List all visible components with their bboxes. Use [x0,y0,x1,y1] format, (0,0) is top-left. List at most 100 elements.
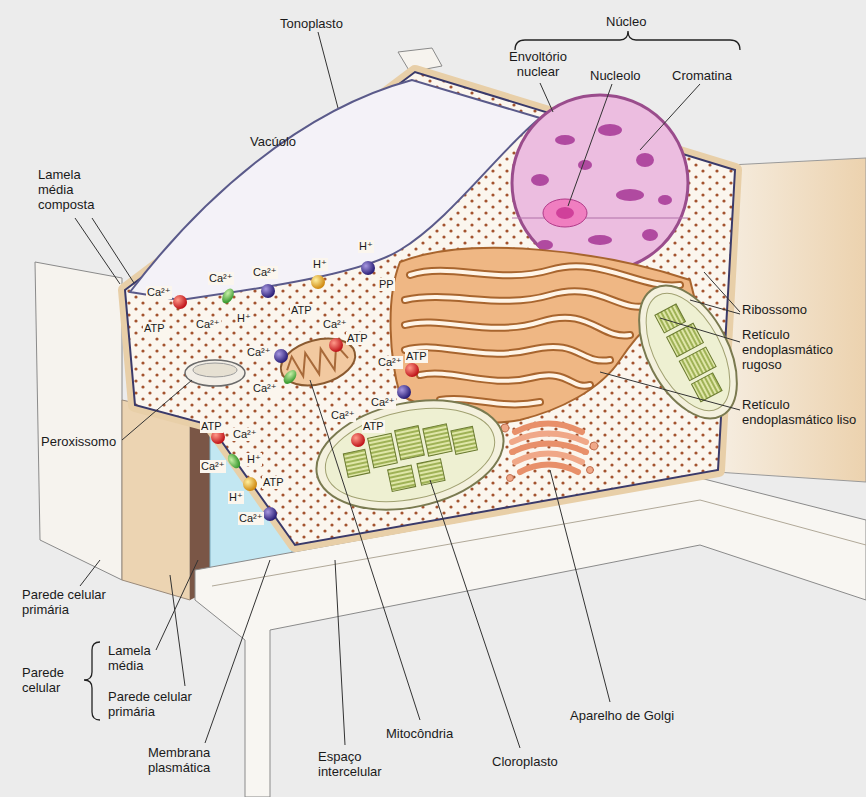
label-anchor: H⁺ [312,254,328,272]
label-anchor: H⁺ [228,487,244,505]
part-label: Núcleo [606,15,646,30]
nucleus [512,95,688,271]
transport-protein [263,507,277,521]
nucleus [578,160,592,170]
ion-label: Ca²⁺ [322,318,348,331]
label-anchor: Envoltório nuclear [498,50,578,80]
part-label: Tonoplasto [280,17,343,32]
chloroplast [417,459,445,486]
nucleus [512,95,688,271]
leader-line [335,560,345,745]
ion-label: Ca²⁺ [195,318,221,331]
ion-label: Ca²⁺ [246,346,272,359]
label-anchor: Nucleolo [590,66,641,84]
nucleus [616,189,644,201]
chloroplast [629,280,747,424]
endoplasmic-reticulum [405,266,680,404]
label-anchor: Núcleo [606,12,646,30]
bracket [84,642,100,720]
transport-protein [173,295,187,309]
ion-label: Ca²⁺ [200,460,226,473]
transport-protein [281,368,299,387]
endoplasmic-reticulum [405,318,630,336]
label-anchor: Cloroplasto [492,752,558,770]
label-anchor: Parede celular primária [22,588,122,618]
chloroplast [388,465,416,492]
label-anchor: Ca²⁺ [232,424,258,442]
ion-label: Ca²⁺ [208,272,234,285]
label-anchor: H⁺ [246,449,262,467]
ion-label: ATP [290,304,313,317]
label-anchor: ATP [143,318,166,336]
chloroplast [691,373,722,402]
bracket [515,31,740,50]
label-anchor: Ca²⁺ [146,282,172,300]
label-anchor: ATP [405,346,428,364]
label-anchor: Ca²⁺ [370,392,396,410]
label-anchor: Peroxissomo [41,432,116,450]
ion-label: ATP [200,420,223,433]
golgi-apparatus [515,454,582,463]
label-anchor: Ca²⁺ [252,262,278,280]
label-anchor: Ca²⁺ [238,508,264,526]
label-anchor: Espaço intercelular [318,750,410,780]
transport-protein [397,385,411,399]
part-label: Ribossomo [742,303,807,318]
label-anchor: Ca²⁺ [246,342,272,360]
ion-label: ATP [362,420,385,433]
leader-line [156,560,198,650]
chloroplast [423,424,452,456]
label-anchor: Ca²⁺ [322,314,348,332]
leader-line [690,300,740,314]
part-label: Peroxissomo [41,435,116,450]
ion-label: ATP [346,332,369,345]
golgi-apparatus [520,465,578,473]
chloroplast [395,426,425,460]
cell-wall [35,48,866,797]
peroxisome [185,360,245,386]
ion-label: PP [378,278,395,291]
label-anchor: Ca²⁺ [252,378,278,396]
label-anchor: Lamela média composta [38,168,102,213]
label-anchor: Cromatina [672,66,732,84]
nucleus [555,135,575,145]
chloroplast [655,304,686,333]
ion-label: ATP [143,322,166,335]
endoplasmic-reticulum [420,373,590,385]
label-anchor: Lamela média [108,644,168,674]
chloroplast [451,426,478,454]
nucleus [556,207,574,219]
ion-label: Ca²⁺ [146,286,172,299]
golgi-apparatus [507,475,514,482]
ion-label: Ca²⁺ [252,382,278,395]
part-label: Vacúolo [250,135,296,150]
leader-line [430,480,520,748]
leader-line [660,318,740,342]
label-anchor: ATP [200,416,223,434]
leader-line [600,372,740,410]
label-anchor: ATP [262,472,285,490]
label-anchor: Vacúolo [250,132,296,150]
label-anchor: Parede celular primária [108,690,212,720]
leader-line [122,380,192,440]
nucleus [531,174,549,186]
leader-line [205,560,270,743]
leader-line [640,84,700,150]
endoplasmic-reticulum [405,266,680,404]
label-anchor: Ca²⁺ [208,268,234,286]
ion-label: ATP [262,476,285,489]
label-anchor: Ribossomo [742,300,807,318]
label-anchor: Ca²⁺ [195,314,221,332]
chloroplast [368,433,398,467]
chloroplast [619,270,757,435]
leader-line [310,380,420,720]
label-anchor: PP [378,274,395,292]
endoplasmic-reticulum [420,373,590,385]
part-label: Parede celular primária [108,690,212,720]
ion-label: ATP [405,350,428,363]
label-anchor: Aparelho de Golgi [570,706,674,724]
ion-label: H⁺ [358,240,374,253]
label-anchor: ATP [290,300,313,318]
nucleus [537,240,553,250]
